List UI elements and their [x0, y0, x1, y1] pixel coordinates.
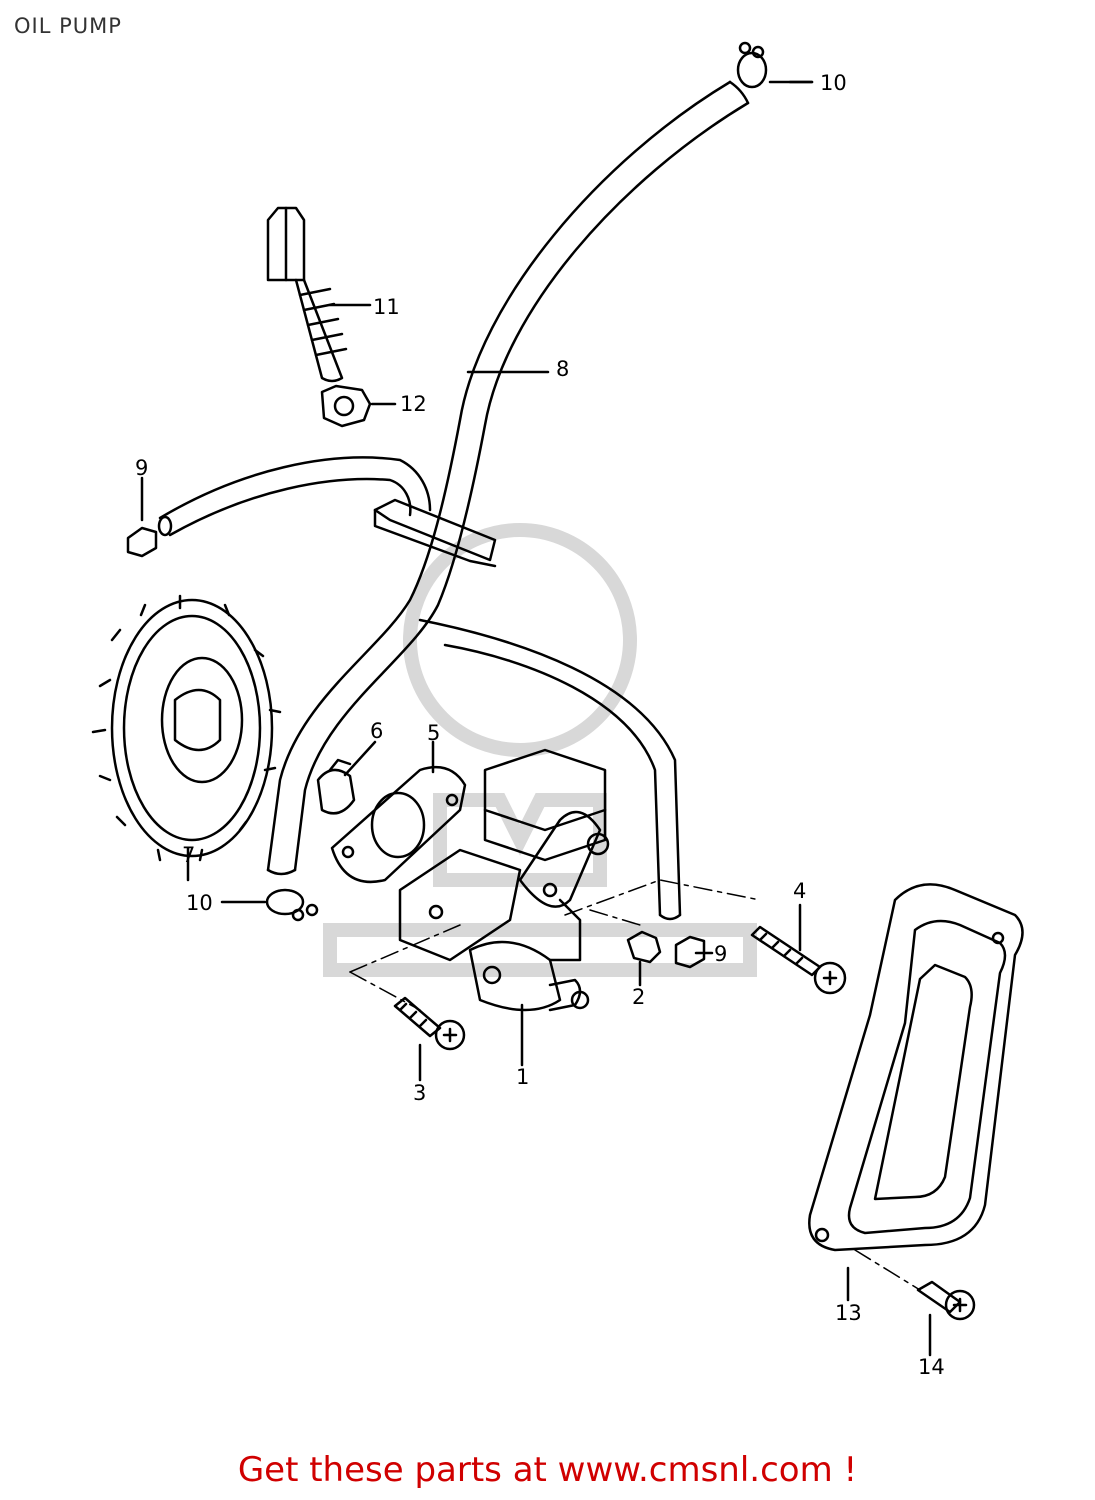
- label-4: 4: [793, 879, 806, 903]
- label-9-right: 9: [714, 942, 727, 966]
- watermark-logo: [323, 523, 757, 977]
- gasket-5: [330, 740, 467, 884]
- label-6: 6: [370, 719, 383, 743]
- screw-4: [750, 903, 847, 995]
- label-3: 3: [413, 1081, 426, 1105]
- gear-7: [91, 594, 282, 882]
- label-1: 1: [516, 1065, 529, 1089]
- label-2: 2: [632, 985, 645, 1009]
- screw-3: [393, 996, 466, 1082]
- screw-14: [916, 1280, 976, 1357]
- page-title: OIL PUMP: [14, 14, 122, 38]
- label-10-top: 10: [820, 71, 847, 95]
- label-14: 14: [918, 1355, 945, 1379]
- nut-12: [320, 384, 397, 428]
- oil-pump-1: [398, 748, 610, 1067]
- label-10-left: 10: [186, 891, 213, 915]
- clip-10-left: [220, 888, 319, 922]
- cap-9-right: [674, 935, 714, 969]
- label-7: 7: [182, 843, 195, 867]
- oil-hose-8: [157, 80, 750, 921]
- plug-2: [626, 930, 662, 987]
- cap-9-left: [126, 476, 158, 558]
- label-8: 8: [556, 357, 569, 381]
- hose-clamp: [373, 498, 497, 568]
- nipple-6: [316, 740, 377, 815]
- bolt-11: [266, 206, 372, 383]
- label-9-left: 9: [135, 456, 148, 480]
- clip-10-top: [736, 41, 814, 89]
- label-13: 13: [835, 1301, 862, 1325]
- cover-13: [808, 883, 1024, 1302]
- label-12: 12: [400, 392, 427, 416]
- center-lines: [349, 879, 921, 1291]
- footer-link[interactable]: Get these parts at www.cmsnl.com !: [237, 1450, 858, 1490]
- label-5: 5: [427, 721, 440, 745]
- label-11: 11: [373, 295, 400, 319]
- part-labels: 1 2 3 4 5 6 7 8 9 9 10 10 11 12 13 14: [135, 71, 945, 1379]
